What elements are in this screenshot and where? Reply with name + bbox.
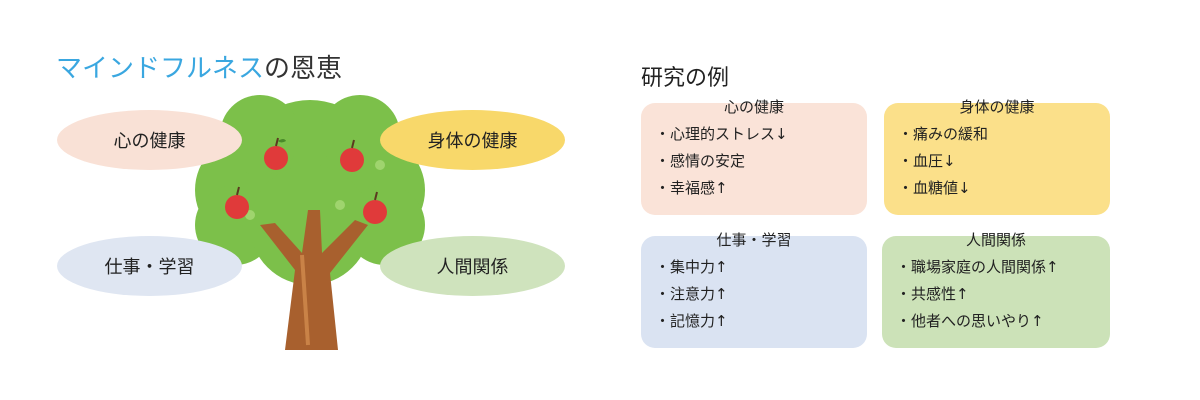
- research-list: ・心理的ストレス↓ ・感情の安定 ・幸福感↑: [655, 121, 853, 202]
- benefit-work: 仕事・学習: [57, 236, 242, 296]
- research-box-mind: 心の健康 ・心理的ストレス↓ ・感情の安定 ・幸福感↑: [641, 98, 867, 215]
- list-item: ・感情の安定: [655, 152, 746, 170]
- benefit-body: 身体の健康: [380, 110, 565, 170]
- apples: [225, 137, 387, 224]
- research-box-title: 身体の健康: [959, 98, 1035, 116]
- research-list: ・集中力↑ ・注意力↑ ・記憶力↑: [655, 254, 853, 335]
- research-title: 研究の例: [641, 66, 730, 91]
- research-box-title: 心の健康: [723, 98, 784, 116]
- apple-icon: [225, 186, 249, 219]
- tree-foliage: [195, 95, 425, 285]
- benefit-relations: 人間関係: [380, 236, 565, 296]
- research-box-body: 身体の健康 ・痛みの緩和 ・血圧↓ ・血糖値↓: [884, 98, 1110, 215]
- list-item: ・注意力↑: [655, 285, 728, 303]
- list-item: ・記憶力↑: [655, 312, 728, 330]
- research-box-relations: 人間関係 ・職場家庭の人間関係↑ ・共感性↑ ・他者への思いやり↑: [882, 231, 1110, 348]
- title-rest: の恩恵: [264, 54, 343, 84]
- list-item: ・他者への思いやり↑: [896, 312, 1044, 330]
- title-accent: マインドフルネス: [56, 54, 265, 84]
- list-item: ・職場家庭の人間関係↑: [896, 258, 1059, 276]
- benefit-mind: 心の健康: [57, 110, 242, 170]
- list-item: ・集中力↑: [655, 258, 728, 276]
- list-item: ・共感性↑: [896, 285, 969, 303]
- research-box-title: 人間関係: [965, 231, 1026, 249]
- research-list: ・職場家庭の人間関係↑ ・共感性↑ ・他者への思いやり↑: [896, 254, 1096, 335]
- apple-icon: [340, 139, 364, 172]
- research-box-work: 仕事・学習 ・集中力↑ ・注意力↑ ・記憶力↑: [641, 231, 867, 348]
- tree-trunk: [260, 210, 368, 350]
- research-list: ・痛みの緩和 ・血圧↓ ・血糖値↓: [898, 121, 1096, 202]
- apple-tree-illustration: [195, 95, 425, 350]
- list-item: ・血糖値↓: [898, 179, 971, 197]
- list-item: ・幸福感↑: [655, 179, 728, 197]
- page-title: マインドフルネスの恩恵: [56, 52, 342, 86]
- apple-icon: [363, 191, 387, 224]
- list-item: ・血圧↓: [898, 152, 956, 170]
- research-box-title: 仕事・学習: [716, 231, 792, 249]
- list-item: ・心理的ストレス↓: [655, 125, 788, 143]
- apple-icon: [264, 137, 288, 170]
- list-item: ・痛みの緩和: [898, 125, 989, 143]
